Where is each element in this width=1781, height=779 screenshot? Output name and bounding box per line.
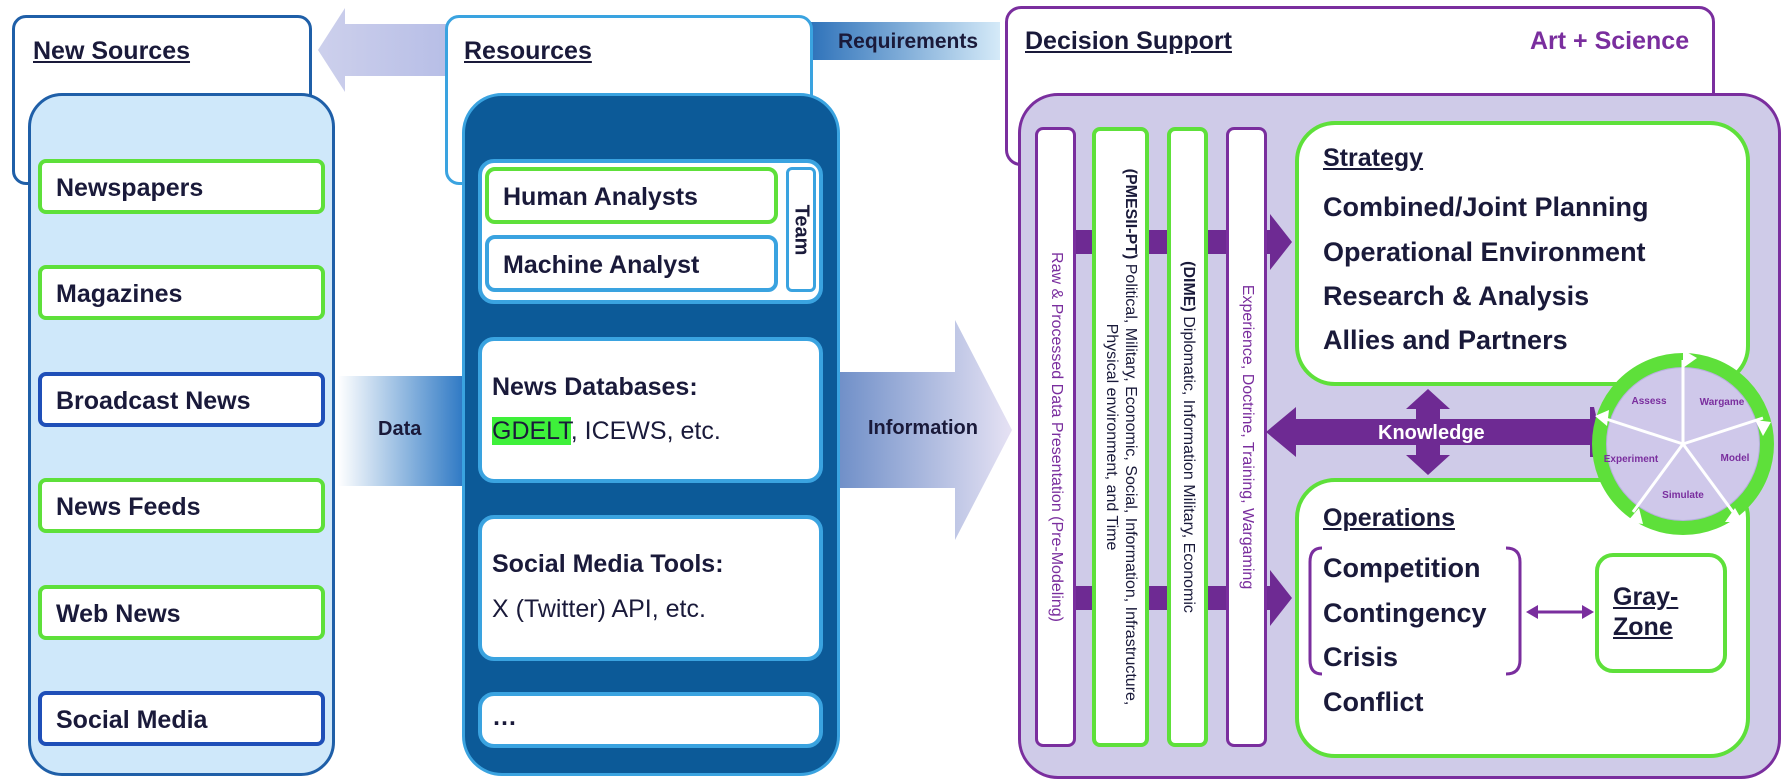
raw-data-bar: Raw & Processed Data Presentation (Pre-M… — [1035, 127, 1076, 747]
dime-text: Diplomatic, Information Military, Econom… — [1179, 311, 1197, 613]
dime-label: (DIME) Diplomatic, Information Military,… — [1179, 261, 1197, 613]
machine-analyst-box: Machine Analyst — [485, 235, 778, 292]
resources-title: Resources — [464, 37, 592, 65]
data-arrow — [338, 376, 473, 486]
pmesii-line2: Physical environment, and Time — [1102, 323, 1120, 551]
source-broadcast-news: Broadcast News — [38, 372, 325, 427]
gray-zone-line2: Zone — [1613, 613, 1673, 641]
strategy-item-research-analysis: Research & Analysis — [1323, 281, 1590, 311]
knowledge-vertical-arrow — [1406, 389, 1450, 475]
more-resources-ellipsis: … — [492, 703, 517, 731]
pmesii-bold: (PMESII-PT) — [1121, 168, 1139, 260]
source-magazines: Magazines — [38, 265, 325, 320]
operations-item-conflict: Conflict — [1323, 687, 1424, 717]
experience-bar: Experience, Doctrine, Training, Wargamin… — [1226, 127, 1267, 747]
dime-bold: (DIME) — [1179, 261, 1197, 312]
team-label: Team — [790, 204, 813, 255]
team-box: Team — [786, 167, 816, 292]
gray-zone-line1: Gray- — [1613, 583, 1679, 611]
strategy-title: Strategy — [1323, 144, 1424, 172]
raw-data-label: Raw & Processed Data Presentation (Pre-M… — [1047, 252, 1065, 622]
operations-item-competition: Competition — [1323, 553, 1481, 583]
source-web-news: Web News — [38, 585, 325, 640]
gdelt-highlight: GDELT — [492, 417, 571, 445]
sources-feedback-arrow — [318, 8, 455, 92]
data-label: Data — [378, 418, 422, 440]
information-arrow — [838, 320, 1012, 540]
source-news-feeds: News Feeds — [38, 478, 325, 533]
human-analysts-label: Human Analysts — [503, 183, 698, 211]
operations-title: Operations — [1323, 504, 1455, 532]
news-databases-card — [478, 337, 823, 483]
decision-support-title: Decision Support — [1025, 27, 1232, 55]
social-media-tools-text: X (Twitter) API, etc. — [492, 595, 706, 623]
machine-analyst-label: Machine Analyst — [503, 251, 700, 279]
art-science-tagline: Art + Science — [1530, 27, 1690, 55]
source-newspapers: Newspapers — [38, 159, 325, 214]
information-label: Information — [868, 417, 978, 439]
strategy-item-operational-environment: Operational Environment — [1323, 237, 1646, 267]
operations-brackets — [1308, 546, 1594, 676]
strategy-item-combined-joint-planning: Combined/Joint Planning — [1323, 192, 1649, 222]
knowledge-label: Knowledge — [1378, 422, 1485, 444]
pmesii-label: (PMESII-PT) Political, Military, Economi… — [1102, 169, 1140, 706]
dime-bar: (DIME) Diplomatic, Information Military,… — [1167, 127, 1208, 747]
news-databases-title: News Databases: — [492, 373, 698, 401]
experience-label: Experience, Doctrine, Training, Wargamin… — [1238, 284, 1256, 590]
news-databases-rest: , ICEWS, etc. — [570, 417, 721, 445]
gray-zone-label: Gray- Zone — [1613, 582, 1678, 642]
right-bracket — [1505, 546, 1522, 676]
cycle-wheel: Assess Wargame Model Simulate Experiment — [1592, 350, 1774, 535]
cycle-simulate: Simulate — [1662, 490, 1704, 501]
operations-item-contingency: Contingency — [1323, 598, 1487, 628]
gray-zone-box — [1595, 553, 1727, 673]
new-sources-title: New Sources — [33, 37, 191, 65]
pmesii-bar: (PMESII-PT) Political, Military, Economi… — [1092, 127, 1149, 747]
cycle-model: Model — [1721, 453, 1750, 464]
requirements-arrow — [805, 22, 1000, 60]
left-bracket — [1308, 546, 1323, 676]
requirements-label: Requirements — [838, 30, 979, 53]
human-analysts-box: Human Analysts — [485, 167, 778, 224]
social-media-tools-card — [478, 515, 823, 661]
more-resources-card — [478, 692, 823, 748]
news-databases-text: GDELT, ICEWS, etc. — [492, 417, 721, 446]
social-media-tools-title: Social Media Tools: — [492, 550, 724, 578]
cycle-experiment: Experiment — [1604, 454, 1659, 465]
strategy-item-allies-partners: Allies and Partners — [1323, 325, 1568, 355]
cycle-assess: Assess — [1631, 396, 1666, 407]
strategy-box — [1295, 121, 1750, 386]
source-social-media: Social Media — [38, 691, 325, 746]
cycle-wargame: Wargame — [1700, 397, 1745, 408]
pmesii-line1: Political, Military, Economic, Social, I… — [1121, 259, 1139, 706]
operations-item-crisis: Crisis — [1323, 642, 1399, 672]
